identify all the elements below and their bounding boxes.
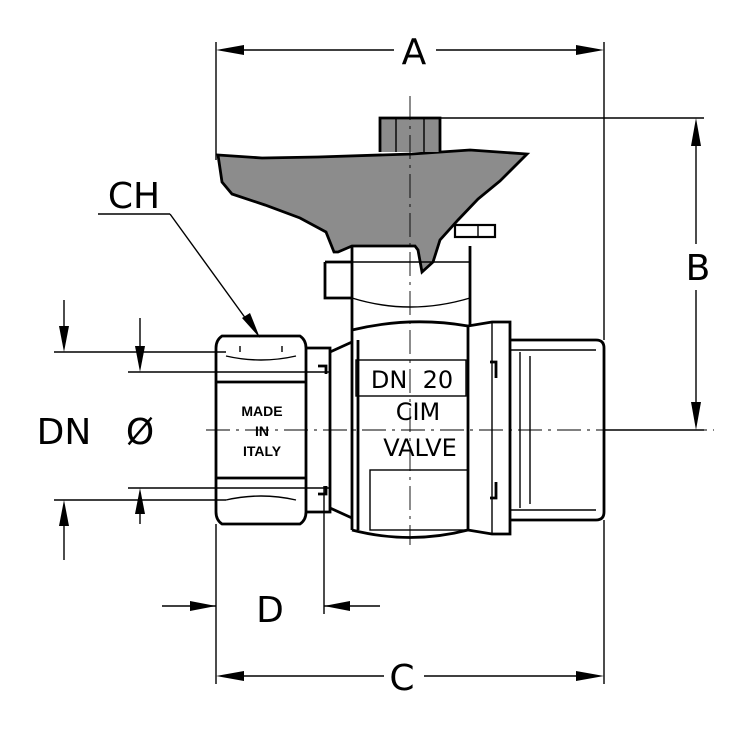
body-markings: DN 20 CIM VALVE: [371, 366, 457, 462]
valve-stem: [323, 246, 472, 330]
dimension-a: A: [215, 32, 605, 340]
dimension-b-label: B: [686, 248, 711, 289]
dimension-c-label: C: [389, 658, 414, 699]
brand-marking: CIM: [396, 398, 441, 426]
dimension-diameter-label: Ø: [126, 412, 154, 453]
origin-line-1: MADE: [241, 403, 282, 419]
dimension-ch-label: CH: [108, 176, 160, 217]
model-marking: VALVE: [383, 434, 457, 462]
size-marking: DN 20: [371, 366, 453, 394]
dimension-diameter: Ø: [126, 318, 330, 524]
dimension-d: D: [162, 486, 380, 631]
dimension-d-label: D: [256, 590, 284, 631]
dimension-b: B: [440, 117, 711, 431]
dimension-ch: CH: [98, 176, 260, 338]
origin-line-2: IN: [255, 423, 269, 439]
origin-markings: MADE IN ITALY: [241, 403, 282, 459]
origin-line-3: ITALY: [243, 443, 282, 459]
dimension-c: C: [215, 520, 605, 699]
butterfly-handle: [216, 116, 531, 275]
right-end-connection: [490, 338, 606, 522]
dimension-a-label: A: [402, 32, 427, 73]
dimension-dn-label: DN: [37, 412, 92, 453]
